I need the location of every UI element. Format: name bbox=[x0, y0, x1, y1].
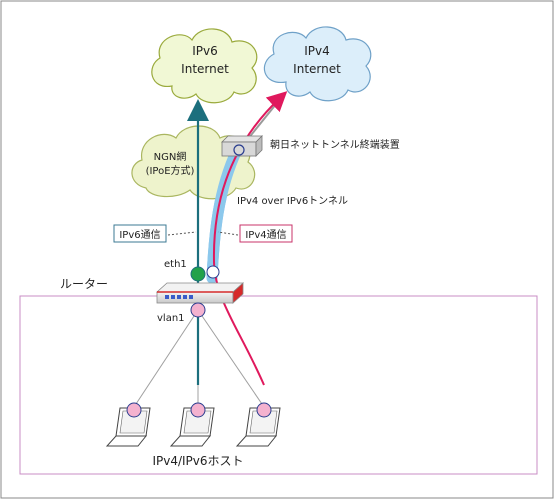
eth1-ipv6-port bbox=[190, 266, 206, 282]
ipv4-comm-box bbox=[239, 224, 293, 243]
ipv6-comm-box bbox=[113, 224, 167, 243]
ipv6-internet-cloud: IPv6 Internet bbox=[151, 28, 258, 104]
ngn-cloud-title: NGN網 bbox=[154, 150, 187, 163]
eth1-ipv4-port bbox=[206, 265, 220, 279]
ipv4-cloud-subtitle: Internet bbox=[293, 62, 341, 76]
host-3-port bbox=[256, 402, 272, 418]
ipv4-comm-leader bbox=[217, 231, 239, 236]
ipv4-comm-label: IPv4通信 bbox=[245, 229, 286, 241]
ipv6-comm-leader bbox=[167, 231, 197, 236]
ipv4-cloud-title: IPv4 bbox=[304, 44, 330, 58]
tunnel-endpoint-ring bbox=[233, 144, 245, 156]
laptop-icon bbox=[169, 407, 215, 447]
lan-box bbox=[19, 295, 538, 475]
eth1-label: eth1 bbox=[164, 259, 187, 270]
ipv6-cloud-subtitle: Internet bbox=[181, 62, 229, 76]
laptop-icon bbox=[105, 407, 151, 447]
ipv6-cloud-title: IPv6 bbox=[192, 44, 218, 58]
tunnel-device-label: 朝日ネットトンネル終端装置 bbox=[270, 138, 400, 151]
host-1-port bbox=[126, 402, 142, 418]
ipv4-internet-cloud: IPv4 Internet bbox=[263, 26, 372, 102]
router-icon bbox=[155, 282, 245, 304]
router-label: ルーター bbox=[60, 277, 108, 291]
tunnel-label: IPv4 over IPv6トンネル bbox=[237, 195, 348, 207]
vlan1-label: vlan1 bbox=[157, 313, 185, 324]
laptop-icon bbox=[235, 407, 281, 447]
ipv6-comm-label: IPv6通信 bbox=[119, 229, 160, 241]
ngn-cloud-subtitle: (IPoE方式) bbox=[146, 164, 195, 177]
vlan1-port bbox=[190, 302, 206, 318]
hosts-label: IPv4/IPv6ホスト bbox=[152, 454, 243, 468]
host-2-port bbox=[190, 402, 206, 418]
tunnel-device-icon bbox=[221, 135, 263, 157]
